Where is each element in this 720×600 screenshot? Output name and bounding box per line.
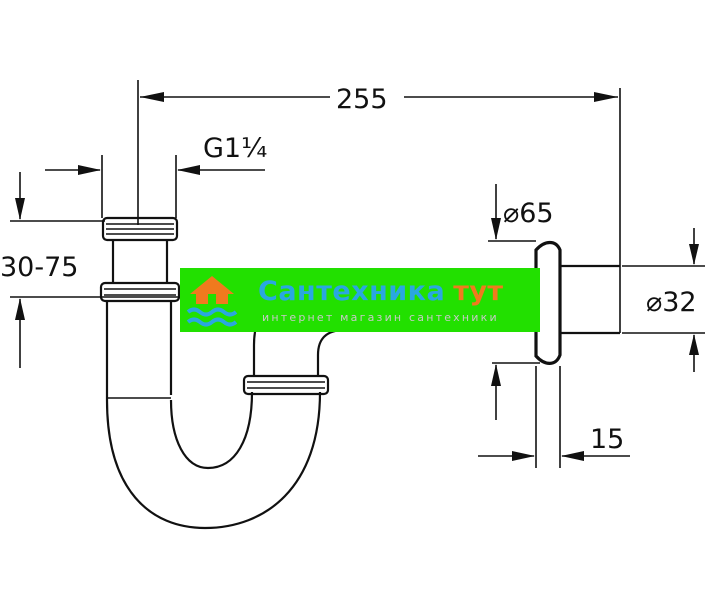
arrow-down-icon — [491, 218, 501, 240]
dimension-diameter-65: ⌀65 — [488, 184, 554, 420]
dimension-15: 15 — [478, 366, 630, 468]
dimension-label-15: 15 — [590, 424, 624, 455]
watermark-title-part2: тут — [453, 276, 504, 307]
arrow-right-icon — [78, 165, 101, 175]
dimension-label-30-75: 30-75 — [0, 252, 78, 283]
arrow-down-icon — [689, 244, 699, 265]
arrow-up-icon — [689, 334, 699, 355]
top-nut — [101, 216, 179, 242]
lower-nut — [242, 374, 330, 396]
arrow-right-icon — [594, 92, 618, 102]
outlet-arm-bottom — [316, 328, 536, 376]
house-waves-logo-icon — [186, 276, 238, 327]
dimension-thread: G1¼ — [45, 133, 267, 218]
middle-nut — [99, 281, 181, 303]
arrow-left-icon — [177, 165, 200, 175]
dimension-label-diameter-65: ⌀65 — [503, 198, 554, 229]
watermark-title-part1: Сантехника — [258, 276, 446, 307]
dimension-label-thread: G1¼ — [203, 133, 267, 164]
dimension-diameter-32: ⌀32 — [622, 228, 705, 372]
wall-flange — [534, 240, 562, 365]
watermark-subtitle: интернет магазин сантехники — [262, 311, 499, 324]
siphon-body — [99, 216, 620, 530]
arrow-up-icon — [491, 364, 501, 386]
u-bend-inner — [169, 391, 254, 470]
arrow-down-icon — [15, 198, 25, 220]
watermark-band — [180, 268, 540, 332]
arrow-left-icon — [561, 451, 584, 461]
arrow-up-icon — [15, 298, 25, 320]
dimension-30-75: 30-75 — [0, 172, 250, 368]
dimension-label-diameter-32: ⌀32 — [646, 287, 697, 318]
dimension-255: 255 — [137, 80, 621, 333]
dimension-label-255: 255 — [336, 84, 388, 115]
arrow-left-icon — [140, 92, 164, 102]
arrow-right-icon — [512, 451, 535, 461]
u-bend-outer — [105, 391, 322, 530]
